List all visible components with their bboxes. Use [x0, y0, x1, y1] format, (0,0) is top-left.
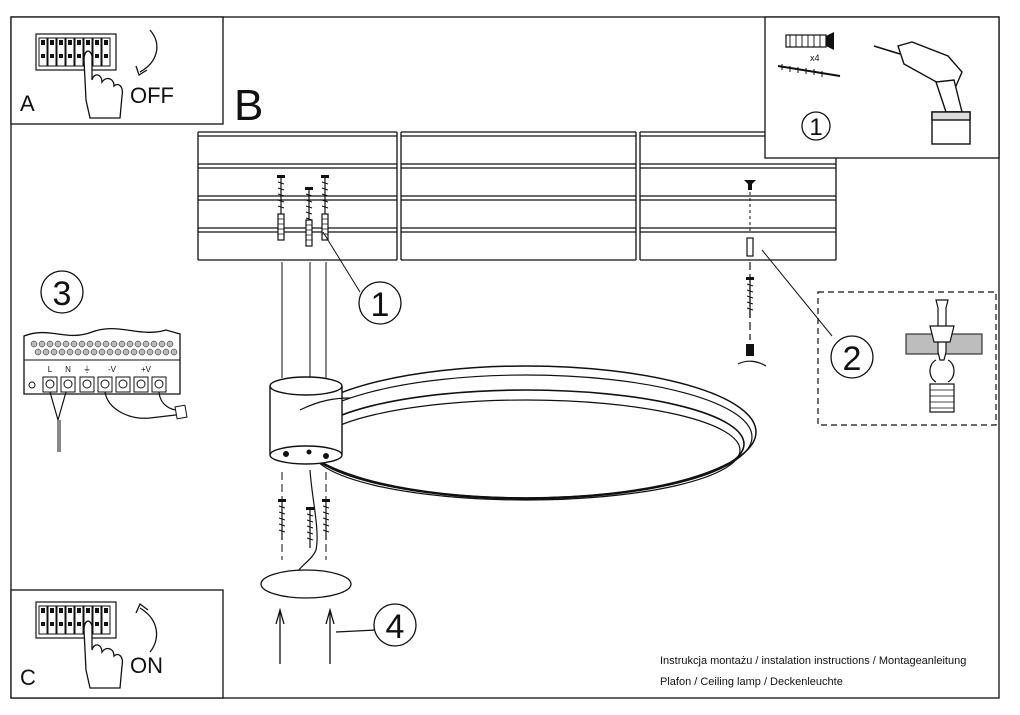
upward-arrows	[275, 607, 377, 664]
screw-icon	[777, 64, 841, 77]
on-caption: ON	[130, 653, 163, 678]
terminal-label-earth: ⏚	[83, 365, 91, 374]
quantity-label: x4	[810, 53, 820, 63]
mounting-screws	[277, 469, 331, 575]
panel-a: A OFF	[10, 16, 224, 125]
off-caption: OFF	[130, 83, 174, 108]
ceiling-anchors	[276, 174, 330, 247]
detail-step-number: 2	[843, 340, 862, 378]
ceiling-planks	[197, 131, 837, 261]
drill-icon	[873, 41, 971, 145]
cover-step-number: 4	[386, 608, 405, 646]
leader-line	[322, 231, 361, 293]
panel-c: C ON	[10, 589, 224, 699]
detail-panel: 2	[761, 249, 997, 426]
wiring-step-number: 3	[53, 275, 72, 313]
anchor-step-number: 1	[371, 286, 390, 324]
wall-plug-icon	[785, 32, 834, 50]
rotate-arrow-icon	[139, 607, 158, 653]
terminal-label-minus: -V	[108, 365, 117, 374]
terminal-label-l: L	[48, 365, 53, 374]
panel-letter-b: B	[234, 81, 263, 130]
sheet-border	[10, 16, 1000, 699]
tools-step-number: 1	[809, 114, 822, 141]
terminal-label-n: N	[65, 365, 71, 374]
guide-lines	[281, 262, 327, 378]
rotate-arrow-icon	[139, 29, 158, 73]
panel-letter-c: C	[20, 665, 36, 690]
canopy-cover	[260, 569, 352, 599]
footer-title: Instrukcja montażu / instalation instruc…	[660, 655, 967, 667]
panel-letter-a: A	[20, 91, 35, 116]
terminal-label-plus: +V	[141, 365, 152, 374]
tools-panel: x4 1	[764, 16, 1000, 159]
suspension-anchor	[737, 180, 767, 367]
wiring-diagram: 3 L N ⏚ -V +V	[23, 270, 188, 452]
footer-subtitle: Plafon / Ceiling lamp / Deckenleuchte	[660, 676, 843, 688]
ring-lamp-icon	[269, 365, 757, 501]
